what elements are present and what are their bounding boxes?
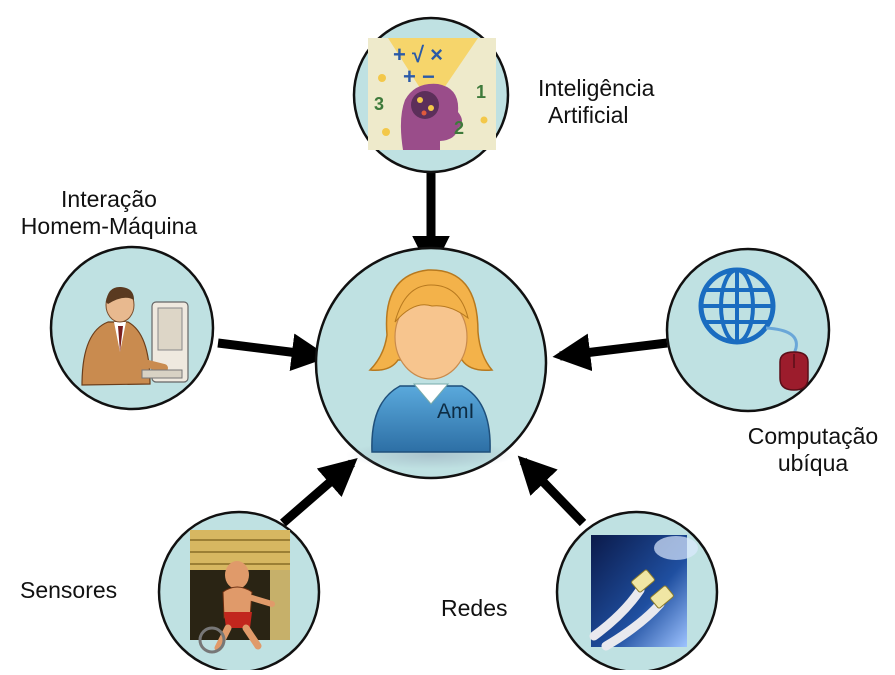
- arrow-ubiquitous-to-center: [552, 333, 668, 372]
- label-ubiquitous-line1: Computação: [747, 423, 879, 449]
- node-networks: [555, 510, 719, 674]
- svg-text:3: 3: [374, 94, 384, 114]
- svg-text:+ √ ×: + √ ×: [393, 42, 443, 67]
- node-ai: + √ × + − 3 1 2: [352, 16, 510, 174]
- label-sensors-line1: Sensores: [20, 577, 118, 603]
- label-ai-line1: Inteligência: [538, 75, 655, 101]
- svg-text:+ −: + −: [403, 64, 435, 89]
- label-ubiquitous: Computação ubíqua: [737, 423, 889, 477]
- label-hci-line2: Homem-Máquina: [20, 213, 198, 239]
- label-ai: Inteligência Artificial: [538, 75, 654, 129]
- svg-text:2: 2: [454, 118, 464, 138]
- label-hci: Interação Homem-Máquina: [6, 186, 212, 240]
- exercise-bike-icon: [190, 530, 290, 654]
- label-sensors: Sensores: [20, 577, 117, 604]
- person-avatar-icon: [368, 269, 494, 453]
- person-at-computer-icon: [81, 286, 189, 386]
- node-hci: [49, 245, 215, 411]
- svg-text:1: 1: [476, 82, 486, 102]
- center-label: AmI: [437, 400, 474, 423]
- globe-mouse-icon: [698, 267, 809, 391]
- arrow-networks-to-center: [517, 455, 587, 527]
- center-node: [314, 246, 548, 480]
- arrow-sensors-to-center: [280, 458, 358, 527]
- label-ubiquitous-line2: ubíqua: [777, 450, 849, 476]
- label-hci-line1: Interação: [61, 186, 157, 212]
- label-networks: Redes: [441, 595, 507, 622]
- arrow-hci-to-center: [217, 333, 330, 372]
- node-sensors: [157, 510, 321, 674]
- label-networks-line1: Redes: [441, 595, 508, 621]
- node-ubiquitous: [665, 247, 831, 413]
- head-math-icon: + √ × + − 3 1 2: [368, 38, 496, 150]
- network-cable-icon: [589, 535, 698, 651]
- label-ai-line2: Artificial: [548, 102, 629, 128]
